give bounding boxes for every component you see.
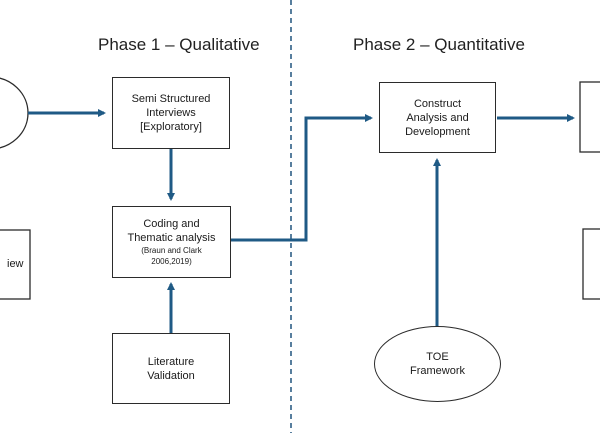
coding-line1: Coding and (143, 218, 200, 230)
construct-line1: Construct (413, 97, 462, 110)
toe-line1: TOE (426, 351, 449, 363)
right-partial-box-top (579, 81, 600, 153)
arrow-coding-to-construct (231, 114, 373, 242)
left-partial-ellipse (0, 77, 29, 149)
coding-line3: (Braun and Clark (141, 246, 202, 255)
toe-framework-ellipse: TOE Framework (374, 326, 501, 402)
toe-line2: Framework (409, 365, 465, 377)
construct-line3: Development (405, 125, 470, 138)
literature-validation-box: Literature Validation (112, 333, 230, 404)
coding-thematic-box: Coding and Thematic analysis (Braun and … (112, 206, 231, 278)
left-partial-box (0, 229, 31, 300)
literature-line2: Validation (147, 369, 195, 382)
construct-analysis-box: Construct Analysis and Development (379, 82, 496, 153)
semi-structured-line1: Semi Structured (131, 93, 211, 105)
right-partial-box-bottom (582, 228, 600, 300)
literature-line1: Literature (147, 355, 195, 368)
coding-line4: 2006,2019) (151, 257, 192, 266)
semi-structured-interviews-box: Semi Structured Interviews [Exploratory] (112, 77, 230, 149)
construct-line2: Analysis and (406, 111, 469, 124)
left-partial-box-text: iew (7, 258, 24, 270)
semi-structured-line2: Interviews (146, 107, 196, 119)
phase-2-title: Phase 2 – Quantitative (353, 35, 526, 54)
phase-1-title: Phase 1 – Qualitative (98, 35, 260, 54)
coding-line2: Thematic analysis (127, 232, 216, 244)
semi-structured-line3: [Exploratory] (140, 121, 202, 133)
